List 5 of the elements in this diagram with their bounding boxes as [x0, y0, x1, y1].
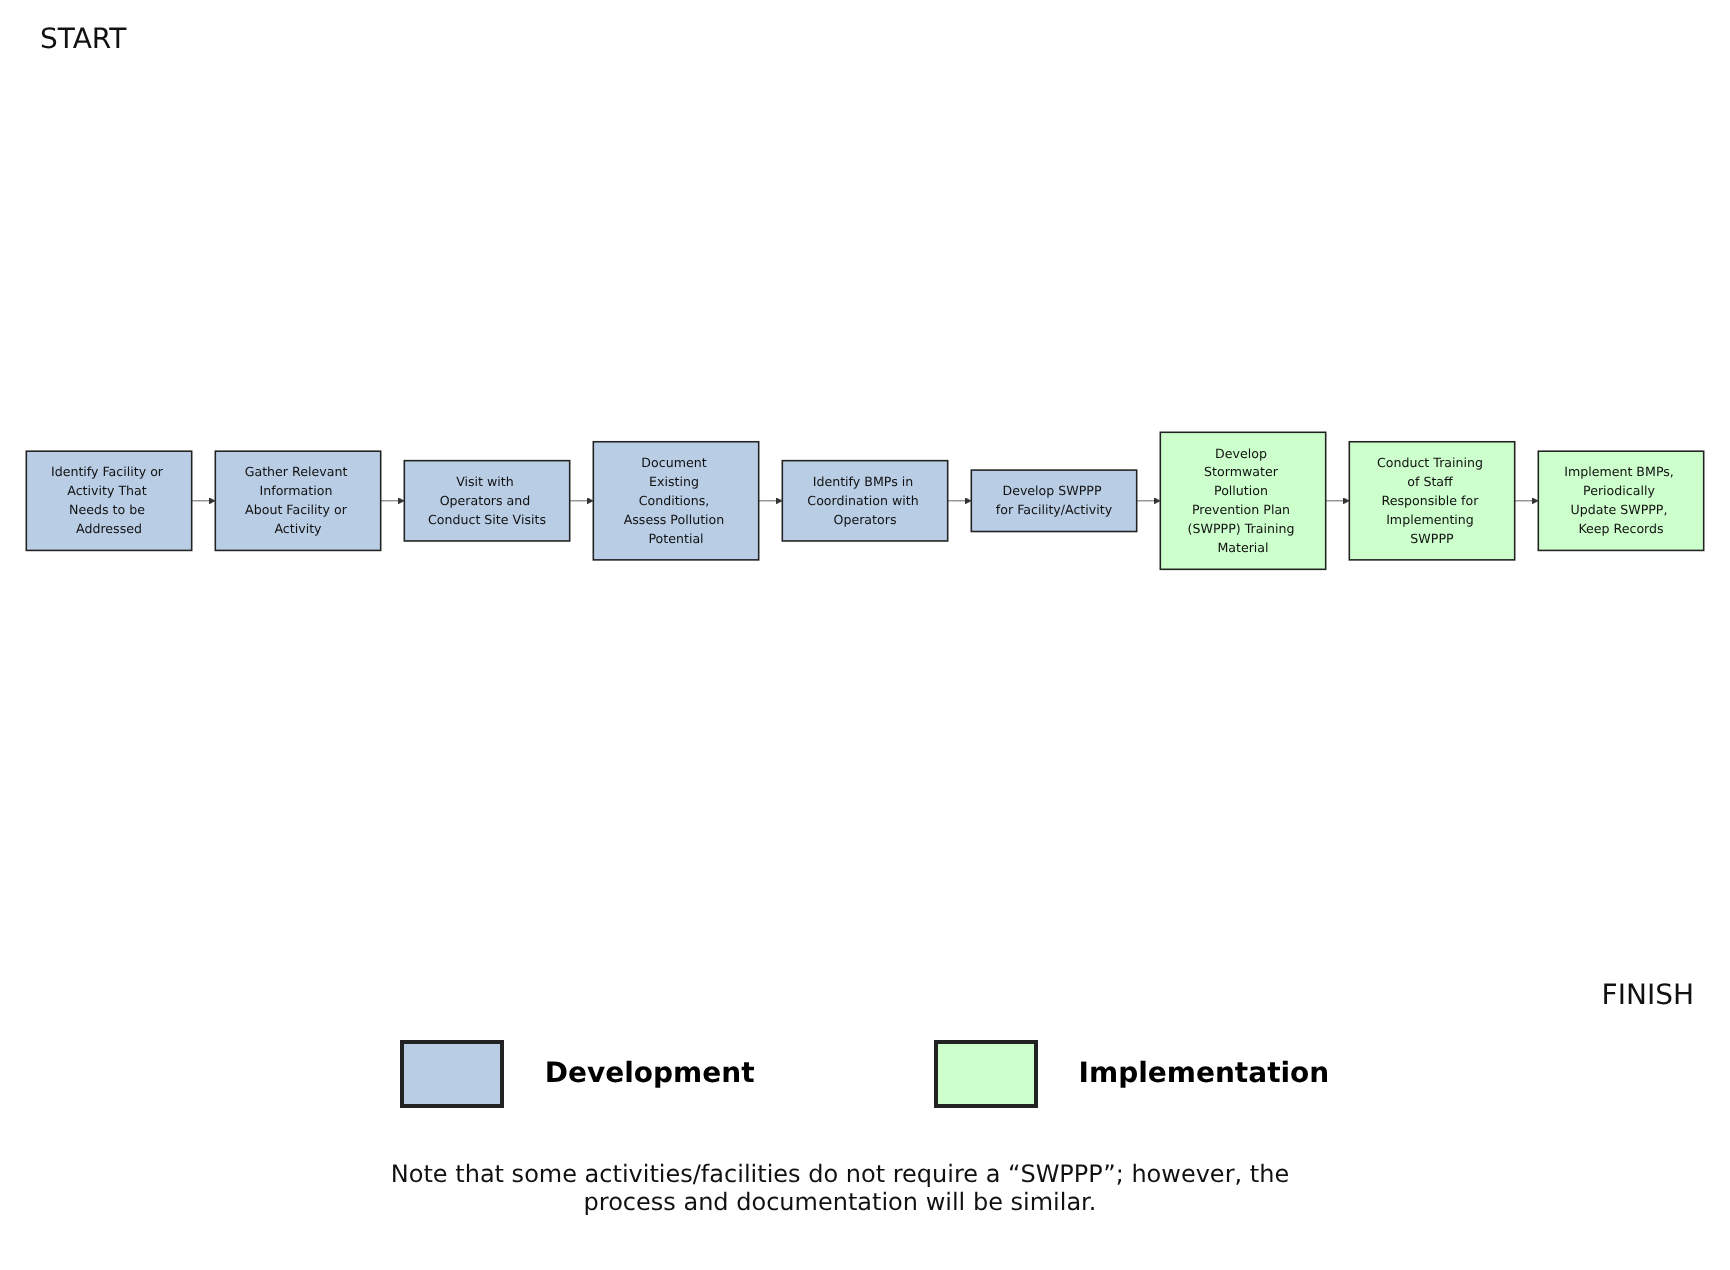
start-label: START: [40, 24, 127, 56]
legend-label: Implementation: [1078, 1058, 1330, 1090]
note-text: Note that some activities/facilities do not require a “SWPPP”; however, the process and documentation will be similar.: [388, 1160, 1292, 1216]
finish-label: FINISH: [1601, 980, 1694, 1012]
legend-label: Development: [544, 1058, 755, 1090]
